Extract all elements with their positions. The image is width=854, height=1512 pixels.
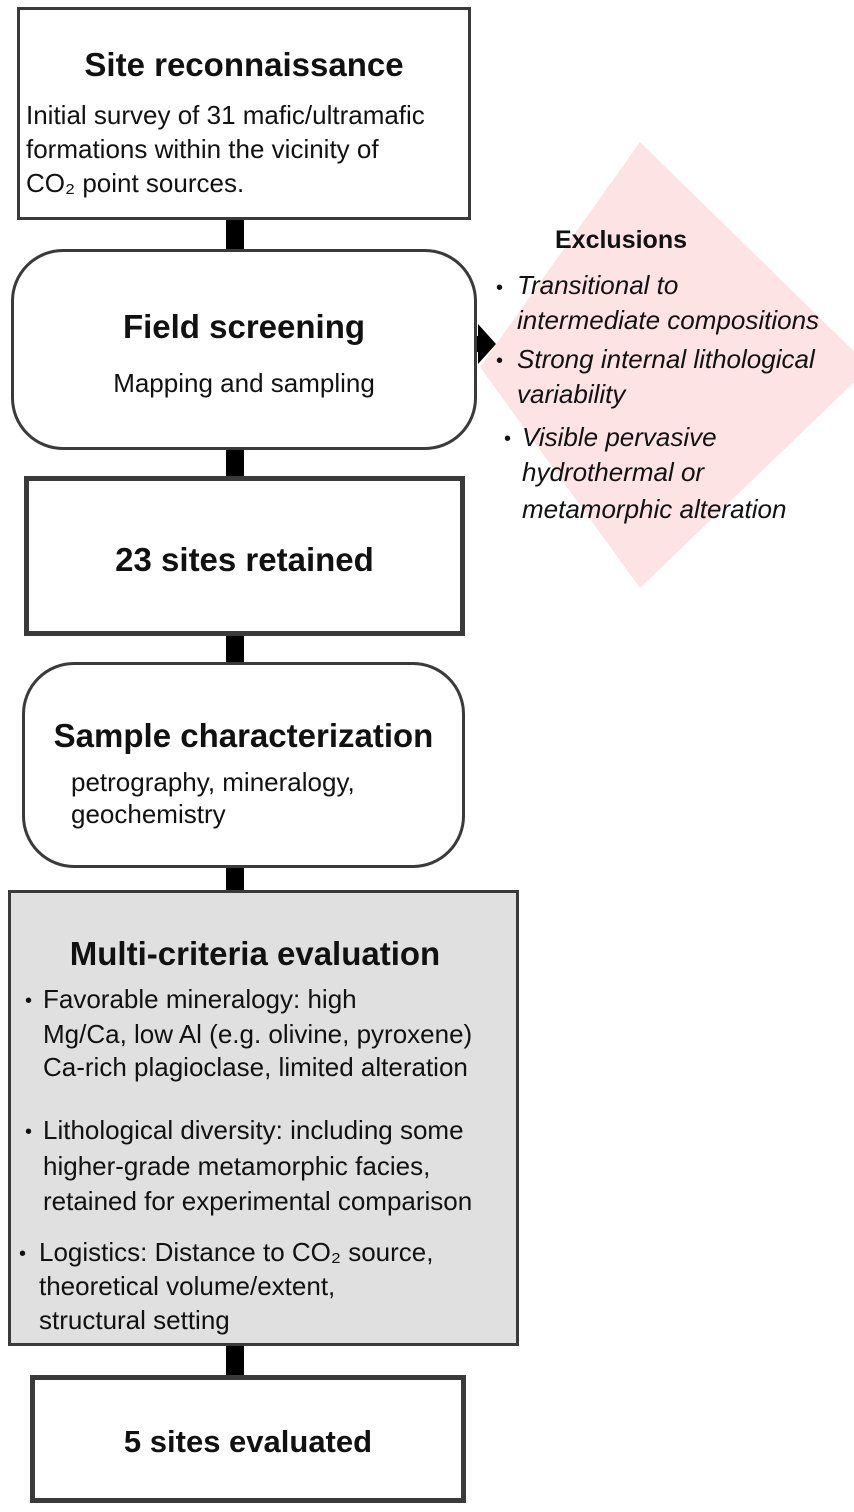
criteria-bullet-3: • — [19, 1243, 27, 1265]
criteria-item-1-line-1: Favorable mineralogy: high — [43, 984, 357, 1014]
criteria-bullet-2: • — [25, 1121, 33, 1143]
criteria-item-2-line-1: Lithological diversity: including some — [43, 1115, 464, 1145]
exclusion-bullet-2: • — [496, 350, 504, 372]
sample-characterization-title: Sample characterization — [53, 717, 434, 754]
sample-characterization-line-1: petrography, mineralogy, — [71, 767, 355, 797]
criteria-item-2-line-2: higher-grade metamorphic facies, — [43, 1151, 431, 1181]
exclusion-item-1-line-2: intermediate compositions — [517, 305, 820, 335]
sample-characterization-box: Sample characterization petrography, min… — [22, 662, 465, 868]
sites-retained-title: 23 sites retained — [115, 541, 374, 578]
criteria-item-3-line-3: structural setting — [39, 1305, 230, 1335]
field-screening-box: Field screening Mapping and sampling — [11, 249, 477, 450]
site-reconnaissance-line-2: formations within the vicinity of — [26, 134, 379, 164]
criteria-item-1-line-2: Mg/Ca, low Al (e.g. olivine, pyroxene) — [43, 1019, 473, 1049]
exclusions-title: Exclusions — [555, 226, 687, 254]
exclusion-item-2-line-1: Strong internal lithological — [517, 344, 815, 374]
exclusion-bullet-3: • — [504, 428, 512, 450]
exclusion-item-1-line-1: Transitional to — [517, 270, 679, 300]
sites-evaluated-title: 5 sites evaluated — [123, 1424, 373, 1459]
criteria-bullet-1: • — [25, 990, 33, 1012]
multi-criteria-evaluation-box: Multi-criteria evaluation • Favorable mi… — [8, 890, 519, 1346]
field-screening-title: Field screening — [122, 308, 366, 345]
sites-evaluated-box: 5 sites evaluated — [30, 1375, 466, 1503]
field-screening-subtitle: Mapping and sampling — [113, 368, 375, 398]
criteria-item-2-line-3: retained for experimental comparison — [43, 1186, 473, 1216]
site-reconnaissance-line-1: Initial survey of 31 mafic/ultramafic — [26, 100, 425, 130]
exclusion-item-3-line-3: metamorphic alteration — [522, 494, 787, 524]
site-reconnaissance-box: Site reconnaissance Initial survey of 31… — [17, 7, 471, 220]
exclusion-bullet-1: • — [496, 277, 504, 299]
criteria-item-1-line-3: Ca-rich plagioclase, limited alteration — [43, 1052, 468, 1082]
exclusion-item-3-line-2: hydrothermal or — [522, 457, 705, 487]
exclusions-diamond — [480, 142, 854, 588]
site-reconnaissance-line-3: CO₂ point sources. — [26, 168, 245, 198]
exclusion-item-3-line-1: Visible pervasive — [522, 422, 717, 452]
exclusion-item-2-line-2: variability — [517, 379, 626, 409]
multi-criteria-evaluation-title: Multi-criteria evaluation — [69, 935, 441, 972]
sites-retained-box: 23 sites retained — [24, 476, 465, 636]
sample-characterization-line-2: geochemistry — [71, 799, 226, 829]
criteria-item-3-line-1: Logistics: Distance to CO₂ source, — [39, 1237, 434, 1267]
criteria-item-3-line-2: theoretical volume/extent, — [39, 1271, 336, 1301]
site-reconnaissance-title: Site reconnaissance — [84, 46, 404, 83]
